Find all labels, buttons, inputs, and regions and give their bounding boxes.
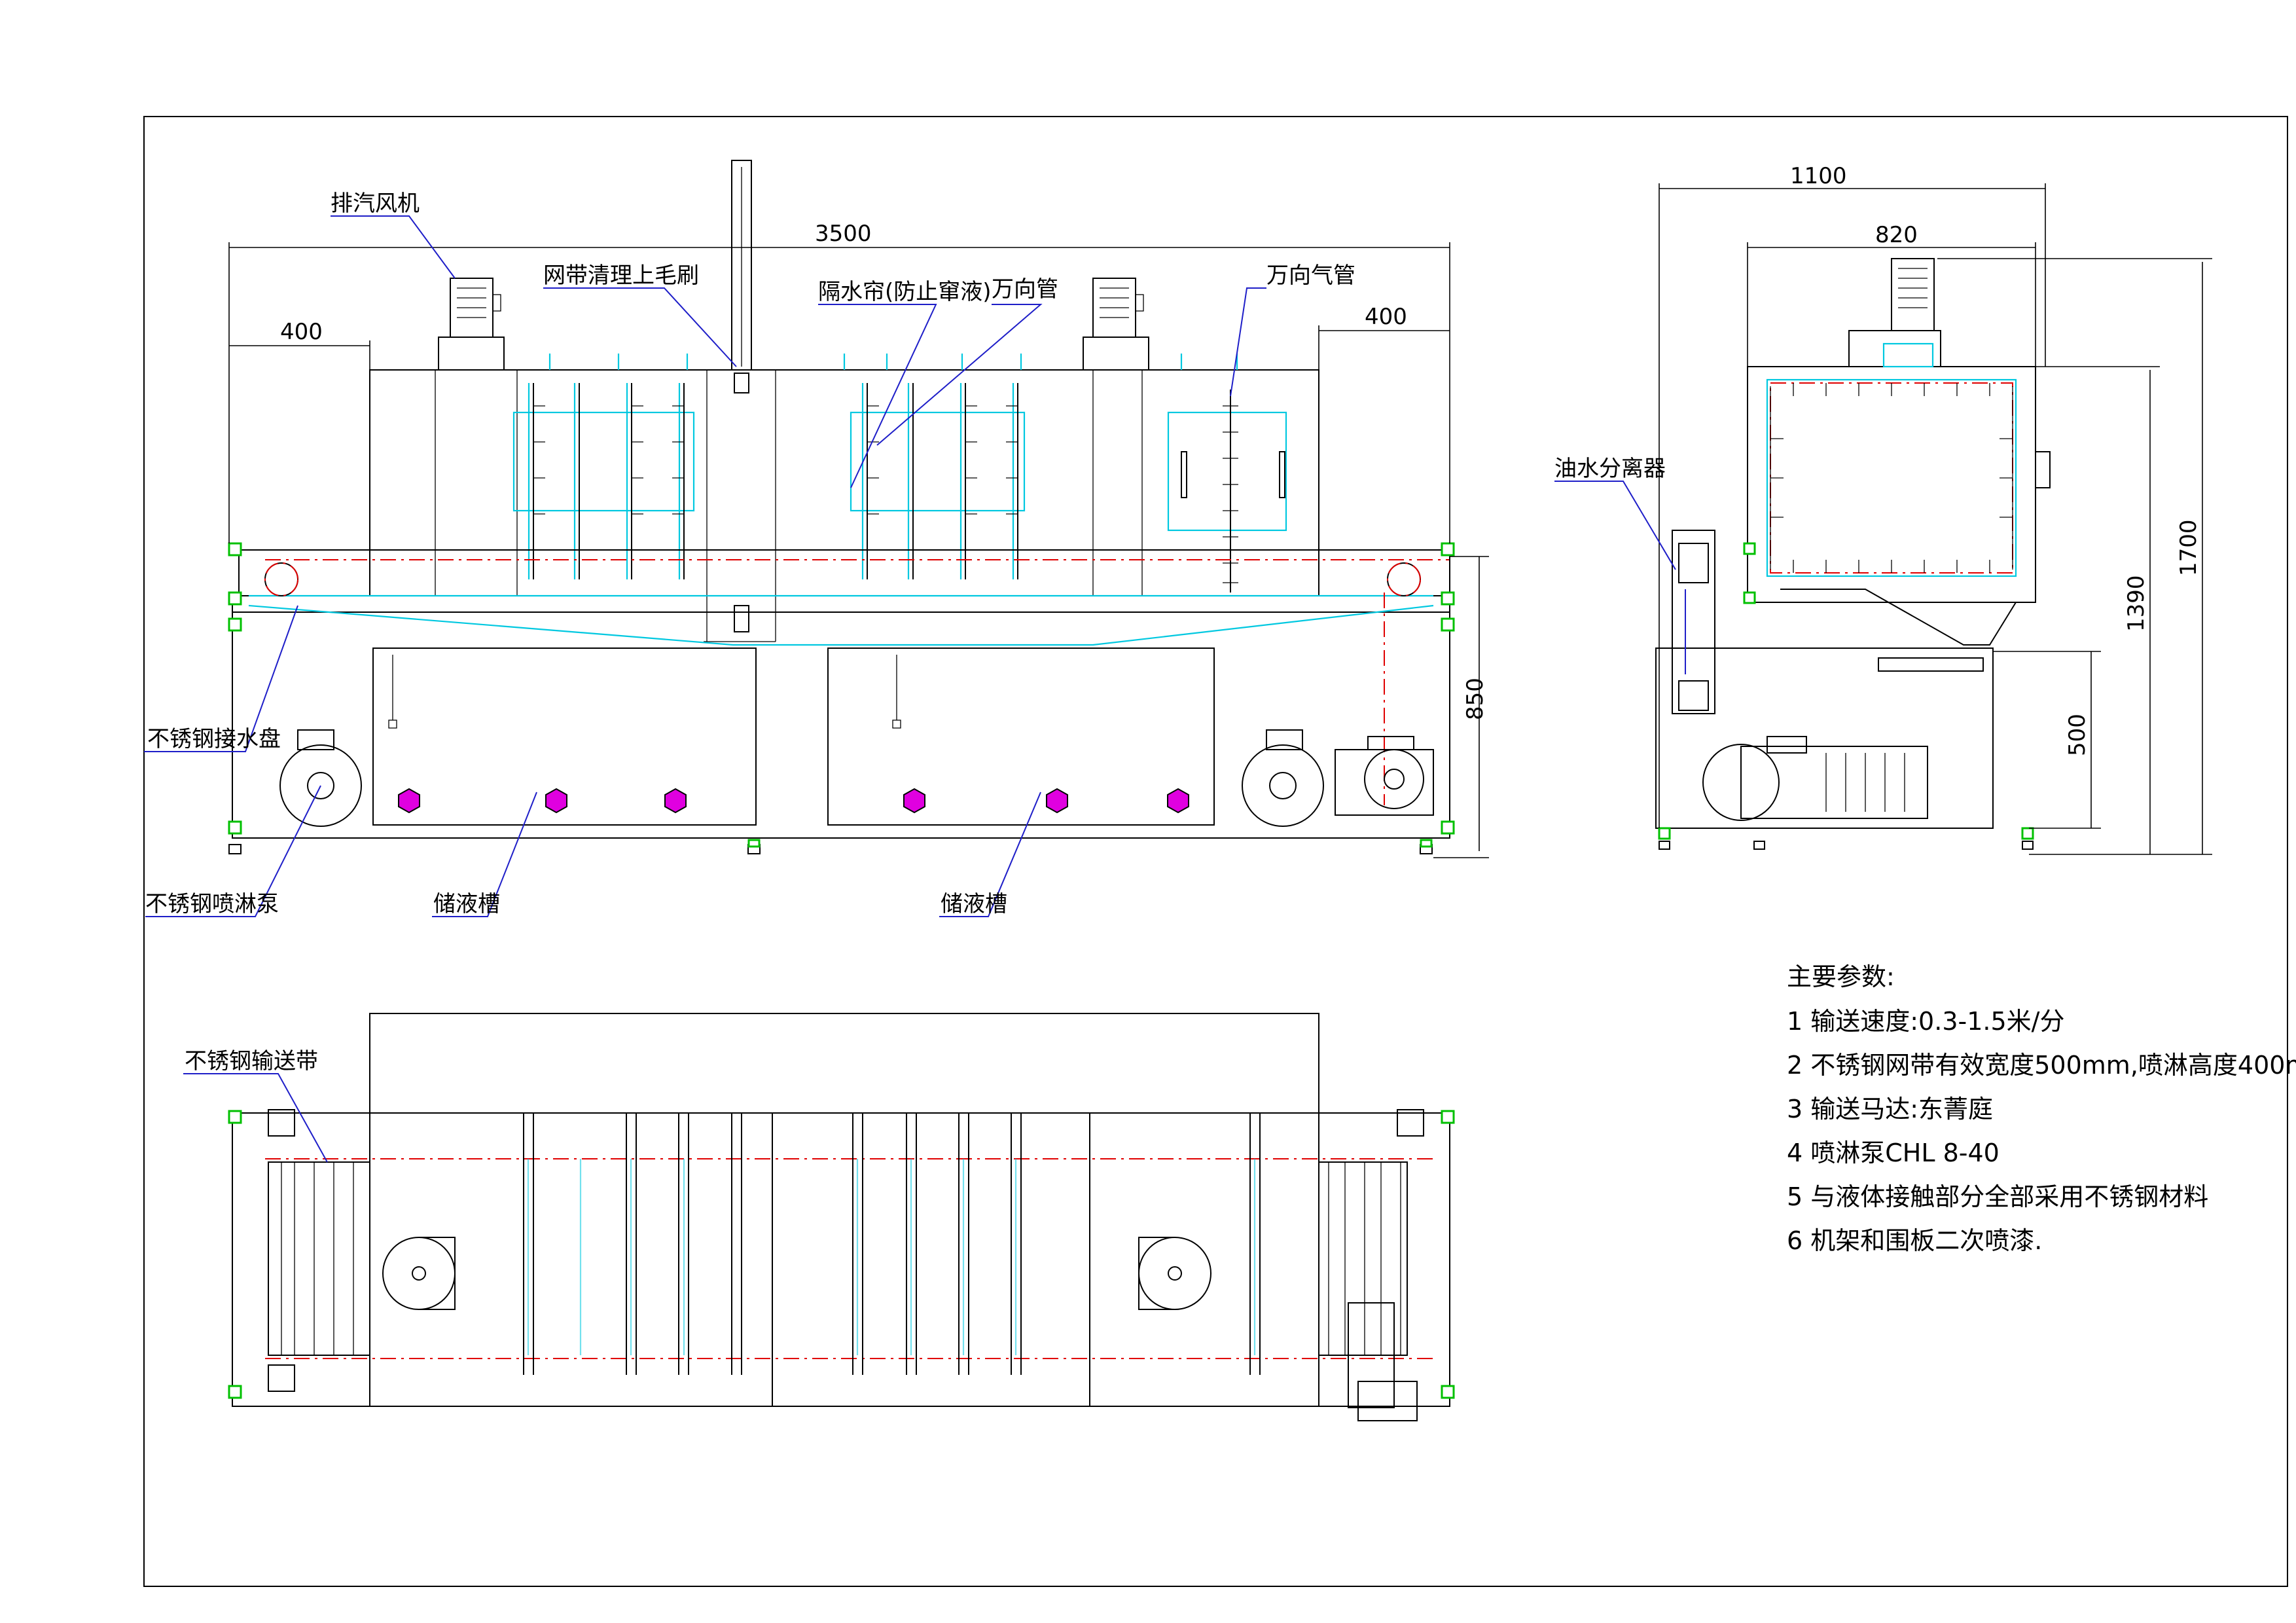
notes-item-6: 6 机架和围板二次喷漆. xyxy=(1787,1226,2042,1255)
spray-zone-3 xyxy=(1167,411,1287,532)
feet-front xyxy=(228,542,1455,854)
drain-valves xyxy=(398,788,1189,814)
top-fan-right xyxy=(1138,1237,1211,1310)
side-fan-motor xyxy=(1891,258,1935,331)
spray-zone-2 xyxy=(850,411,1026,512)
dim-right-extension: 400 xyxy=(1365,304,1407,330)
parameter-notes: 主要参数: 1 输送速度:0.3-1.5米/分 2 不锈钢网带有效宽度500mm… xyxy=(1787,962,2296,1255)
label-swivel-air-pipe: 万向气管 xyxy=(1266,263,1355,289)
label-water-curtain: 隔水帘(防止窜液) xyxy=(818,279,992,305)
top-fan-left xyxy=(382,1237,456,1310)
dim-side-width-outer: 1100 xyxy=(1790,163,1847,189)
dim-side-width-inner: 820 xyxy=(1875,222,1918,248)
dim-total-height: 850 xyxy=(1462,678,1488,720)
tank-right xyxy=(827,647,1215,826)
top-view: 不锈钢输送带 xyxy=(183,1013,1455,1421)
notes-item-2: 2 不锈钢网带有效宽度500mm,喷淋高度400mm. xyxy=(1787,1051,2296,1080)
dim-side-height-conveyor: 1390 xyxy=(2123,575,2149,632)
notes-item-4: 4 喷淋泵CHL 8-40 xyxy=(1787,1139,2000,1167)
drip-tray xyxy=(248,604,1434,646)
top-spray-bars xyxy=(523,1113,1261,1375)
notes-title: 主要参数: xyxy=(1787,962,1895,991)
oil-separator xyxy=(1672,530,1715,714)
label-oil-separator: 油水分离器 xyxy=(1554,456,1666,482)
dim-left-extension: 400 xyxy=(280,319,323,345)
drive-motor xyxy=(1335,736,1434,816)
label-swivel-pipe: 万向管 xyxy=(992,276,1058,302)
label-exhaust-fan: 排汽风机 xyxy=(331,191,420,217)
top-chain-rollers xyxy=(281,1162,1401,1355)
notes-item-5: 5 与液体接触部分全部采用不锈钢材料 xyxy=(1787,1182,2208,1211)
side-spray-frame xyxy=(1766,378,2017,577)
swivel-pipes xyxy=(528,383,1285,593)
label-spray-pump: 不锈钢喷淋泵 xyxy=(145,891,279,917)
top-housing xyxy=(369,1013,1319,1407)
drawing-frame xyxy=(143,116,2288,1587)
side-tank xyxy=(1655,647,1994,829)
exhaust-fan-left-hood xyxy=(438,337,505,371)
spray-zone-1 xyxy=(512,411,695,512)
belt-brush-column xyxy=(731,160,752,371)
label-conveyor-belt: 不锈钢输送带 xyxy=(185,1048,318,1074)
dim-side-height-tank: 500 xyxy=(2064,714,2090,756)
front-view: 3500 400 400 850 排汽风机 网带清理上毛刷 隔水帘(防止窜液) … xyxy=(144,160,1489,917)
spray-pump-left xyxy=(279,729,362,827)
label-tank-left: 储液槽 xyxy=(433,891,500,917)
exhaust-fan-right-hood xyxy=(1083,337,1149,371)
top-fittings xyxy=(548,354,1238,370)
dim-overall-length: 3500 xyxy=(815,221,872,247)
tank-left xyxy=(372,647,757,826)
housing xyxy=(369,369,1319,596)
front-leaders xyxy=(144,215,1266,917)
dim-side-height-total: 1700 xyxy=(2176,519,2202,576)
label-belt-brush: 网带清理上毛刷 xyxy=(543,263,699,289)
side-view: 1100 820 1700 1390 500 油水分离器 xyxy=(1554,163,2212,855)
notes-item-1: 1 输送速度:0.3-1.5米/分 xyxy=(1787,1007,2064,1036)
notes-item-3: 3 输送马达:东菁庭 xyxy=(1787,1095,1993,1123)
spray-pump-right xyxy=(1242,729,1324,827)
label-drip-tray: 不锈钢接水盘 xyxy=(147,726,281,752)
label-tank-right: 储液槽 xyxy=(941,891,1007,917)
side-dimensions xyxy=(1659,183,2212,855)
side-pump xyxy=(1702,736,1928,821)
